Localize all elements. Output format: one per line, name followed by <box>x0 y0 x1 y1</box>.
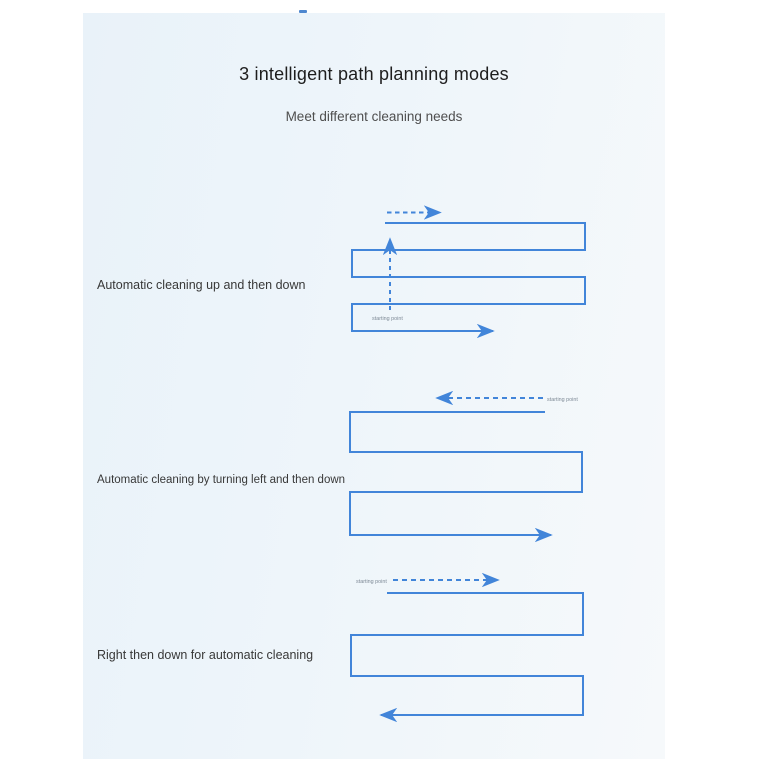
path-diagram-svg-2: starting point <box>349 390 583 543</box>
path-diagram-svg-3: starting point <box>350 572 584 723</box>
cleaning-path <box>349 411 583 543</box>
top-edge-artifact <box>299 10 307 13</box>
starting-point-label: starting point <box>356 579 387 585</box>
page-subtitle: Meet different cleaning needs <box>285 109 463 124</box>
cleaning-path <box>350 592 584 723</box>
path-diagram-svg-1: starting point <box>351 205 586 339</box>
cleaning-path <box>351 222 586 339</box>
diagram-right-then-down: starting point <box>345 565 605 732</box>
diagram-up-then-down: starting point <box>345 205 605 350</box>
page-title: 3 intelligent path planning modes <box>239 64 509 84</box>
starting-point-label: starting point <box>372 316 403 322</box>
mode-label-right-then-down: Right then down for automatic cleaning <box>97 648 314 662</box>
path-planning-panel: 3 intelligent path planning modes Meet d… <box>83 13 665 759</box>
diagram-left-then-down: starting point <box>345 390 605 553</box>
mode-label-up-then-down: Automatic cleaning up and then down <box>97 278 306 292</box>
mode-label-left-then-down: Automatic cleaning by turning left and t… <box>97 474 346 486</box>
starting-point-label: starting point <box>547 397 578 403</box>
